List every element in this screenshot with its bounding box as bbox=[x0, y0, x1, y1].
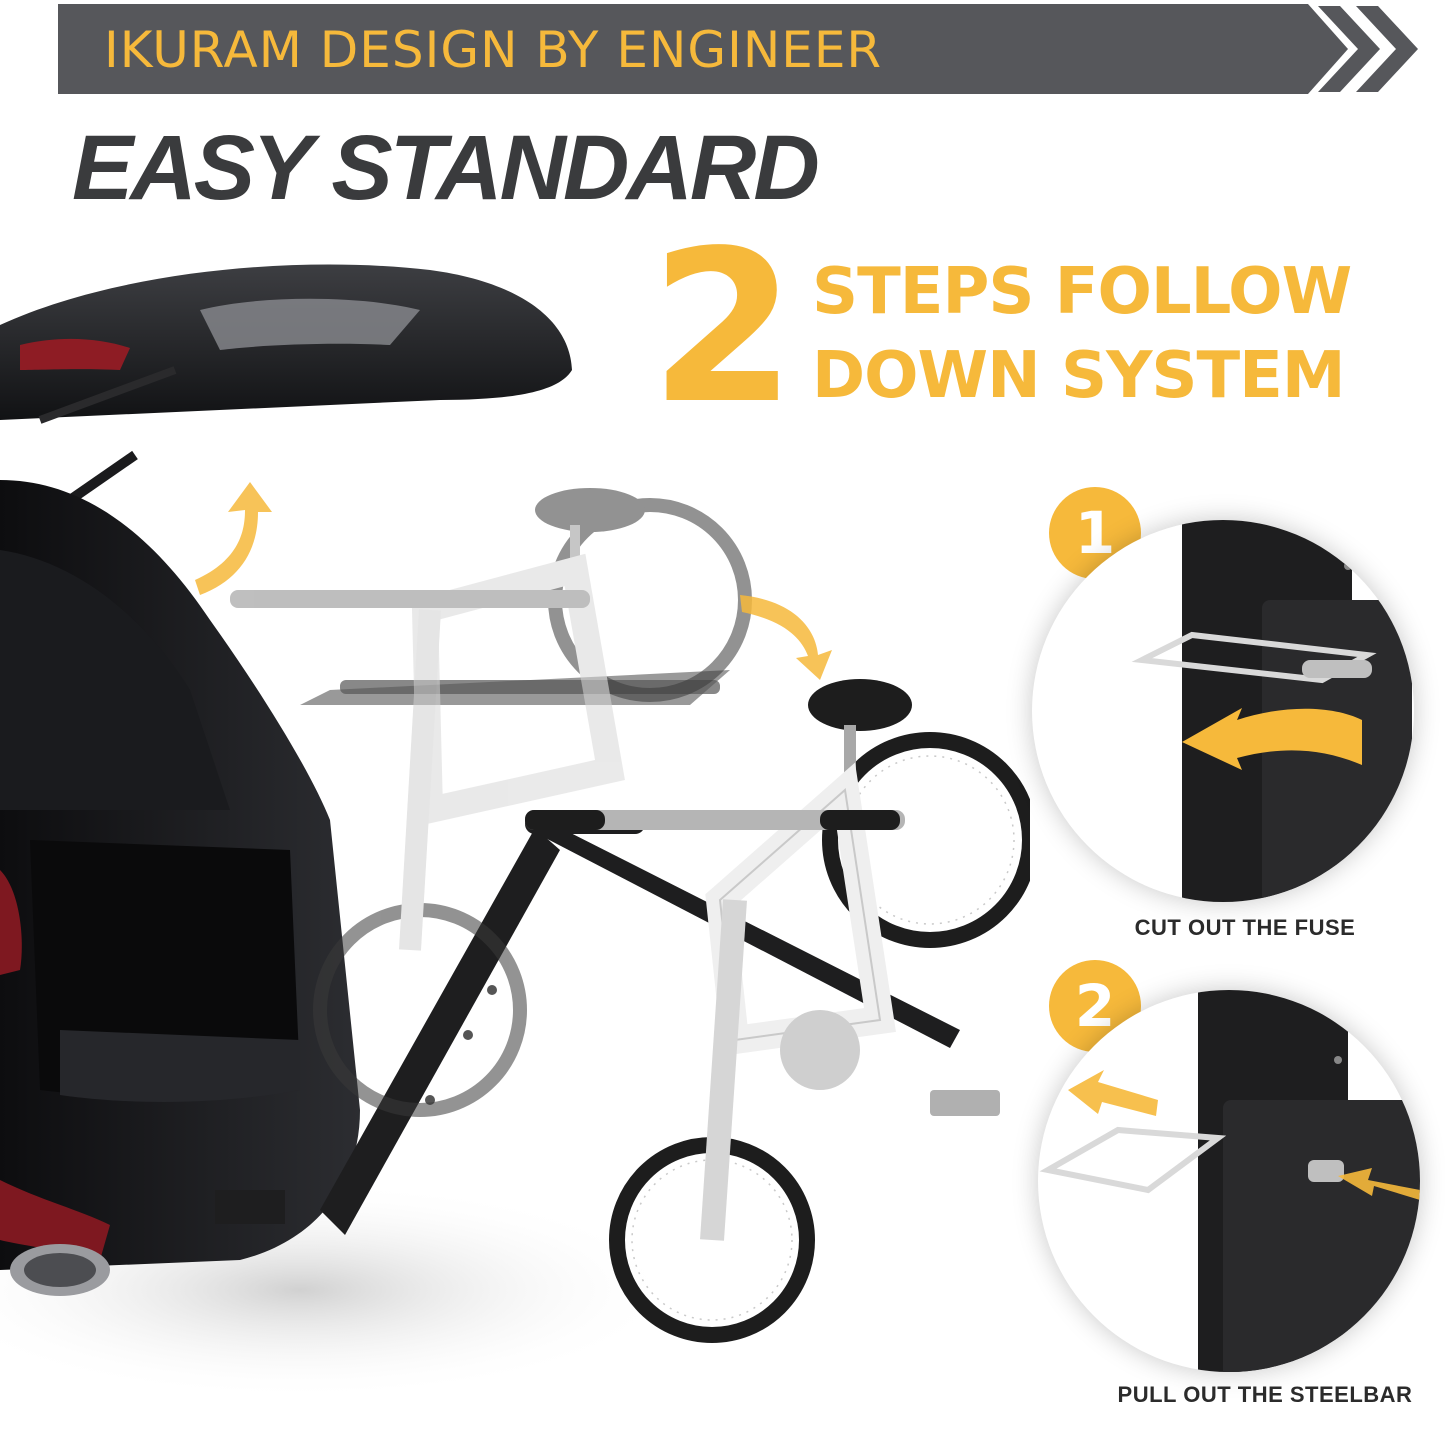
left-arrow-icon bbox=[1338, 1168, 1420, 1200]
feature-line-1: STEPS FOLLOW bbox=[812, 255, 1352, 329]
bike-rear bbox=[230, 488, 752, 1117]
step-1-caption: CUT OUT THE FUSE bbox=[1134, 915, 1356, 940]
product-scene bbox=[0, 264, 1030, 1400]
steelbar-illustration bbox=[1039, 990, 1420, 1372]
up-left-arrow-icon bbox=[1068, 1070, 1158, 1116]
step-2-detail bbox=[1038, 990, 1420, 1372]
banner-shape bbox=[58, 4, 1348, 94]
step-2-caption: PULL OUT THE STEELBAR bbox=[1117, 1382, 1413, 1407]
step-1-detail bbox=[1032, 520, 1414, 902]
up-arrow-icon bbox=[195, 482, 272, 595]
car-hatch bbox=[0, 264, 572, 505]
chevron-right-icon bbox=[1318, 6, 1418, 92]
down-arrow-icon bbox=[740, 595, 832, 680]
car-body bbox=[0, 480, 360, 1296]
left-arrow-icon bbox=[1182, 708, 1362, 770]
fuse-illustration bbox=[1131, 520, 1412, 902]
banner-title: IKURAM DESIGN BY ENGINEER bbox=[104, 21, 883, 79]
bike-front bbox=[525, 679, 1030, 1343]
feature-line-2: DOWN SYSTEM bbox=[812, 339, 1346, 413]
top-banner: IKURAM DESIGN BY ENGINEER bbox=[58, 4, 1348, 94]
headline: EASY STANDARD bbox=[72, 117, 820, 219]
feature-number: 2 bbox=[649, 205, 797, 450]
